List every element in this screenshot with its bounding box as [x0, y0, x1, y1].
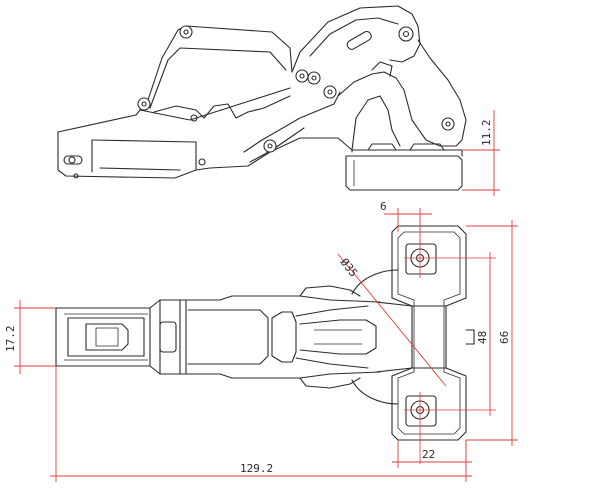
plate-screw-holes	[405, 243, 437, 427]
dim-label-6: 6	[380, 200, 387, 213]
dimension-66: 66	[466, 220, 518, 446]
dimension-6: 6	[380, 200, 432, 244]
dim-label-11-2: 11.2	[480, 120, 493, 147]
dim-label-22: 22	[422, 448, 435, 461]
dim-label-66: 66	[498, 331, 511, 344]
dimension-22: 22	[392, 440, 472, 468]
dim-label-diameter: Ø35	[338, 256, 360, 280]
side-pivots	[63, 25, 455, 179]
dimension-11-2: 11.2	[462, 110, 500, 196]
dim-label-48: 48	[476, 331, 489, 344]
dimension-129-2: 129.2	[50, 366, 472, 482]
dim-label-17-2: 17.2	[4, 326, 17, 353]
dimension-17-2: 17.2	[4, 300, 56, 374]
dimension-48: 48	[476, 252, 491, 416]
dim-label-129-2: 129.2	[240, 462, 273, 475]
hinge-side-view: 11.2	[57, 5, 500, 196]
hinge-top-view	[55, 225, 496, 464]
